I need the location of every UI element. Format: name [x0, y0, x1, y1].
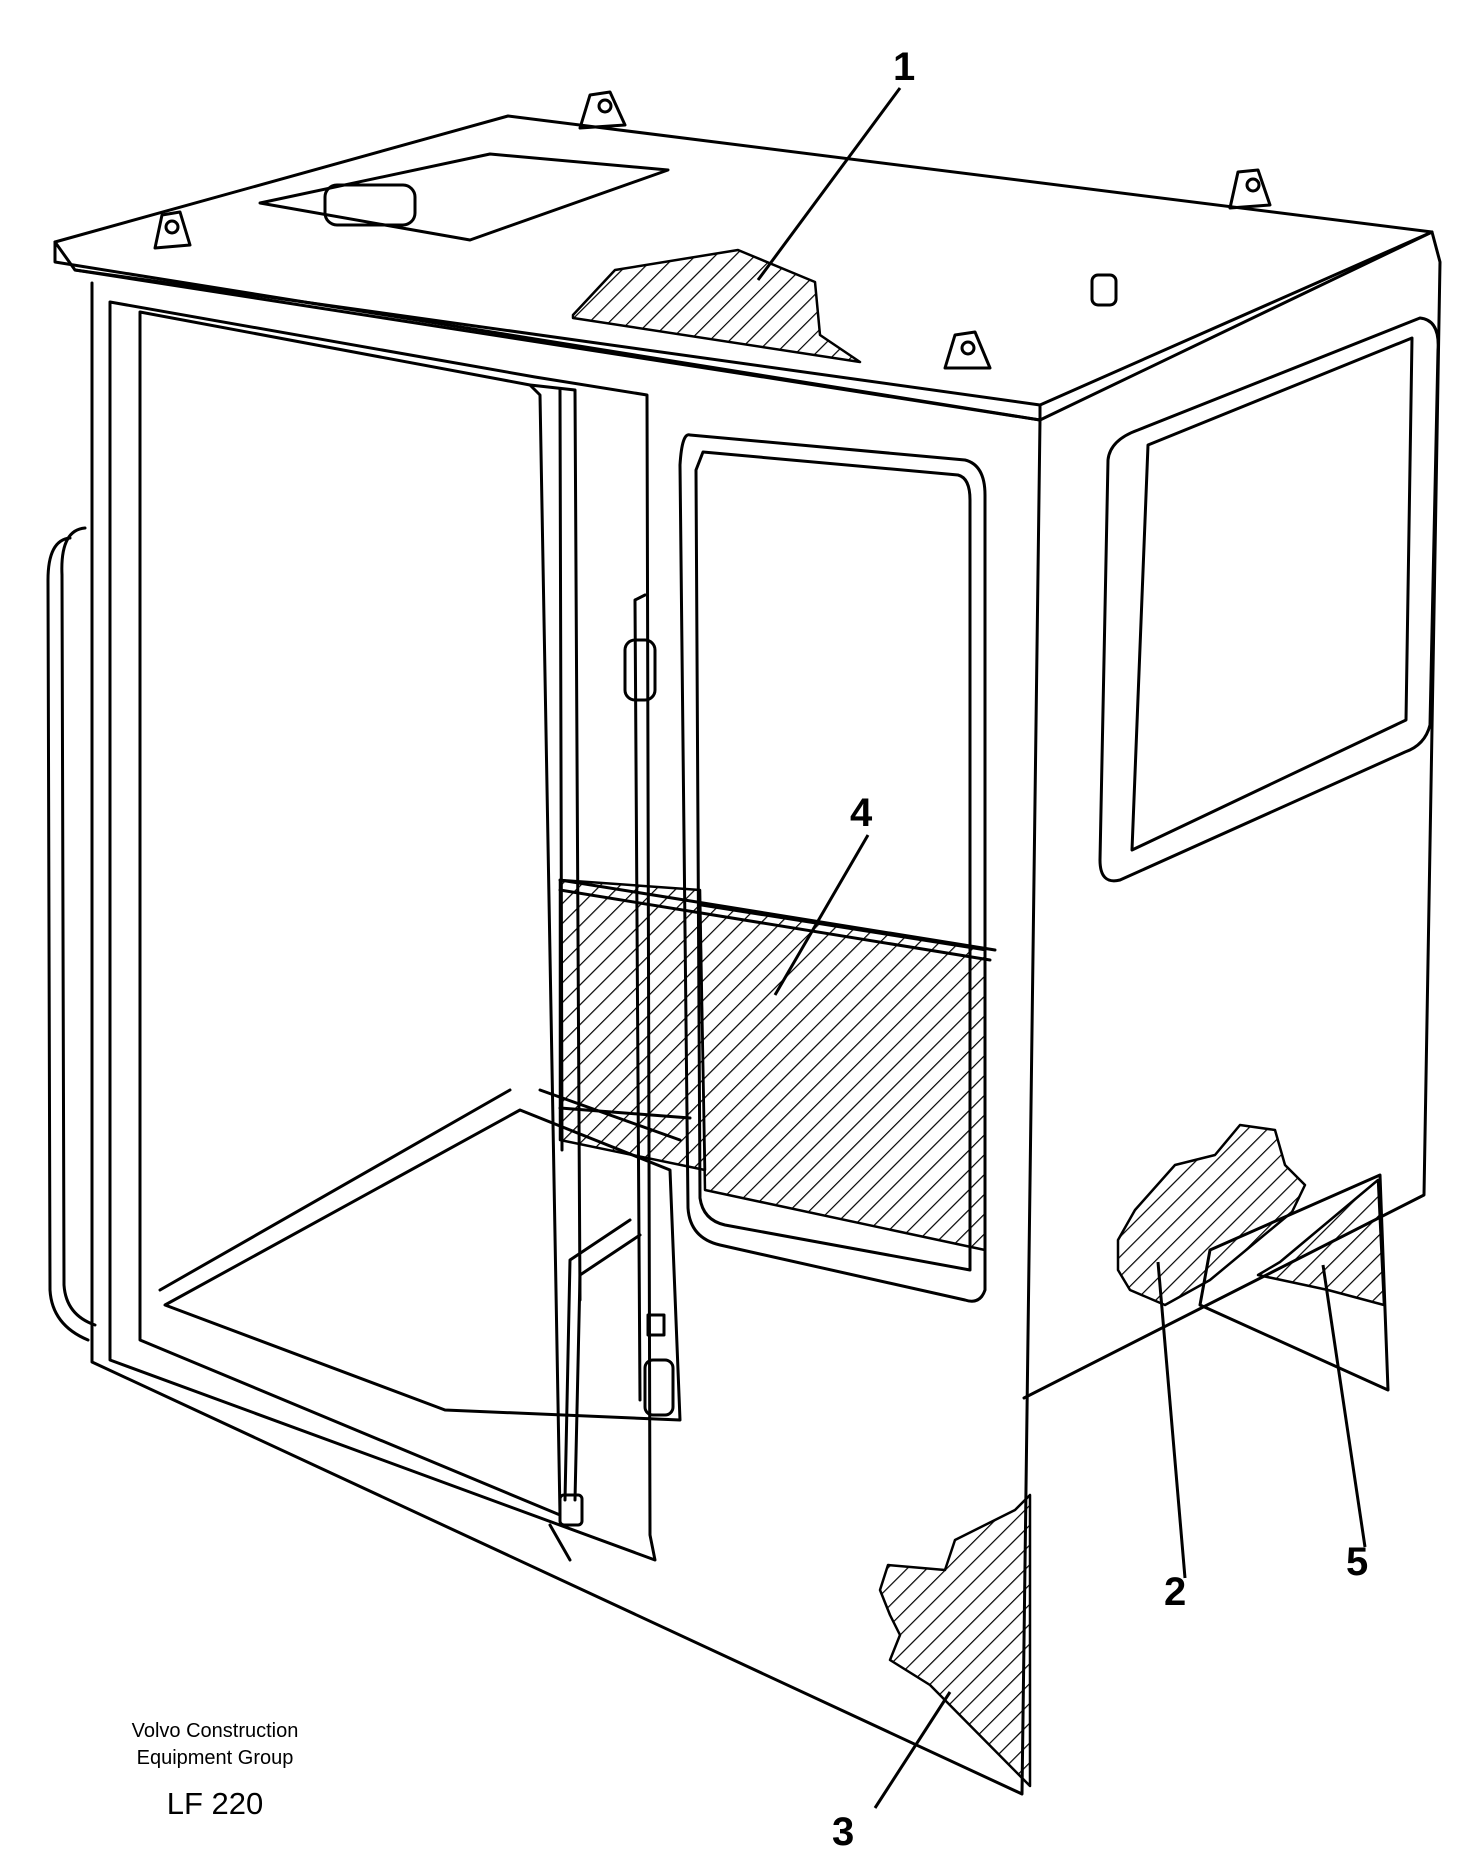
- cable-connector: [623, 638, 657, 702]
- front-window: [678, 433, 987, 1303]
- leader-5: [1321, 1264, 1367, 1548]
- cab-floor: [163, 1108, 682, 1422]
- callout-2: 2: [1164, 1570, 1186, 1614]
- lifting-eye: [578, 90, 627, 130]
- callout-4: 4: [850, 791, 873, 835]
- part-3-front-insulation: [878, 1493, 1032, 1788]
- leader-3: [873, 1691, 952, 1809]
- leader-2: [1156, 1261, 1187, 1579]
- grab-pipe: [563, 1218, 632, 1502]
- callout-5: 5: [1346, 1540, 1368, 1584]
- part-4-rear-floor-mat: [558, 878, 707, 1172]
- callout-3: 3: [832, 1810, 854, 1849]
- callout-1: 1: [893, 45, 915, 89]
- publisher-footer: Volvo Construction Equipment Group LF 22…: [110, 1718, 320, 1822]
- grab-handle: [46, 536, 90, 1342]
- lifting-eye: [943, 330, 992, 370]
- step: [1198, 1173, 1390, 1392]
- lifting-eye: [153, 210, 192, 250]
- roof-front-lip: [73, 268, 1042, 422]
- side-window: [1098, 316, 1440, 883]
- cable-connector: [643, 1358, 675, 1417]
- door-frame-outer: [108, 300, 657, 1562]
- leader-1: [756, 87, 902, 281]
- part-2-side-insulation: [1116, 1123, 1307, 1307]
- publisher-name-line2: Equipment Group: [136, 1747, 294, 1769]
- cab-front-face: [90, 281, 1042, 1796]
- drawing-code: LF 220: [166, 1786, 264, 1821]
- part-1-roof-insulation: [571, 248, 862, 364]
- roof-box: [323, 183, 417, 227]
- lifting-eye: [1228, 168, 1272, 210]
- roof-edge: [53, 240, 1042, 422]
- publisher-name-line1: Volvo Construction: [131, 1720, 299, 1742]
- roof-hatch: [258, 152, 670, 242]
- part-4-floor-mat: [698, 903, 987, 1252]
- leader-4: [773, 834, 870, 996]
- part-5-step-insulation: [1256, 1178, 1386, 1307]
- door-frame-inner: [138, 310, 562, 1517]
